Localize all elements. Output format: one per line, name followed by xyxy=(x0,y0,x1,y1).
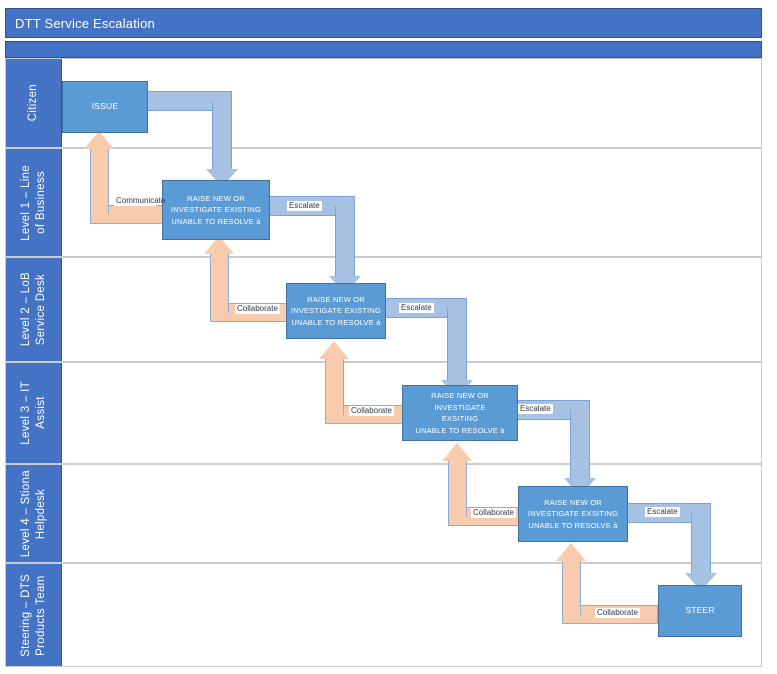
flow-collaborate-2-vertical xyxy=(325,358,344,415)
flow-collaborate-1-label: Collaborate xyxy=(235,304,280,314)
flow-communicate-arrowhead xyxy=(84,131,114,149)
lane-header-steering: Steering – DTS Products Team xyxy=(6,564,62,666)
task-steer[interactable]: STEER xyxy=(658,585,742,637)
pool-header-band xyxy=(5,41,762,58)
flow-collaborate-3-label: Collaborate xyxy=(471,508,516,518)
lane-label-level4: Level 4 – Stiona Helpdesk xyxy=(19,469,47,558)
flow-collaborate-3-vertical xyxy=(448,460,467,517)
lane-header-level1: Level 1 – Line of Business xyxy=(6,149,62,256)
flow-collaborate-4-label: Collaborate xyxy=(595,608,640,618)
flow-collaborate-3-arrowhead xyxy=(442,443,472,461)
flow-collaborate-4-arrowhead xyxy=(556,543,586,561)
lane-label-level1: Level 1 – Line of Business xyxy=(19,164,47,241)
pool-title: DTT Service Escalation xyxy=(5,8,762,38)
lane-label-level2: Level 2 – LoB Service Desk xyxy=(19,272,47,347)
lane-header-level3: Level 3 – IT Assist xyxy=(6,363,62,463)
flow-escalate-4-label: Escalate xyxy=(645,507,680,517)
flow-escalate-1-label: Escalate xyxy=(287,201,322,211)
task-level4[interactable]: RAISE NEW OR INVESTIGATE EXSITING UNABLE… xyxy=(518,486,628,542)
flow-collaborate-1-arrowhead xyxy=(204,236,234,254)
flow-escalate-3-vertical xyxy=(447,308,467,382)
lane-label-citizen: Citizen xyxy=(27,84,39,122)
flow-collaborate-1-vertical xyxy=(210,253,229,313)
lane-level1: Level 1 – Line of Business xyxy=(5,148,762,257)
flow-communicate-label: Communicate xyxy=(114,195,166,206)
flow-communicate-vertical xyxy=(90,148,109,214)
task-issue[interactable]: ISSUE xyxy=(62,81,148,133)
flow-collaborate-2-arrowhead xyxy=(319,341,349,359)
lane-header-level4: Level 4 – Stiona Helpdesk xyxy=(6,465,62,562)
lane-header-level2: Level 2 – LoB Service Desk xyxy=(6,258,62,361)
flow-escalate-1-vertical xyxy=(212,101,232,171)
task-level2[interactable]: RAISE NEW OR INVESTIGATE EXISTING UNABLE… xyxy=(286,283,386,339)
flow-escalate-2-label: Escalate xyxy=(399,303,434,313)
lane-label-steering: Steering – DTS Products Team xyxy=(19,573,47,657)
lane-header-citizen: Citizen xyxy=(6,59,62,147)
lane-label-level3: Level 3 – IT Assist xyxy=(19,381,47,445)
flow-escalate-4-vertical xyxy=(570,410,590,480)
task-level3[interactable]: RAISE NEW OR INVESTIGATE EXSITING UNABLE… xyxy=(402,385,518,441)
task-level1[interactable]: RAISE NEW OR INVESTIGATE EXISTING UNABLE… xyxy=(162,180,270,240)
flow-escalate-5-vertical xyxy=(691,513,711,575)
flow-collaborate-4-vertical xyxy=(562,560,581,615)
flow-escalate-2-vertical xyxy=(335,206,355,278)
flow-collaborate-2-label: Collaborate xyxy=(349,406,394,416)
flow-escalate-3-label: Escalate xyxy=(518,404,553,414)
